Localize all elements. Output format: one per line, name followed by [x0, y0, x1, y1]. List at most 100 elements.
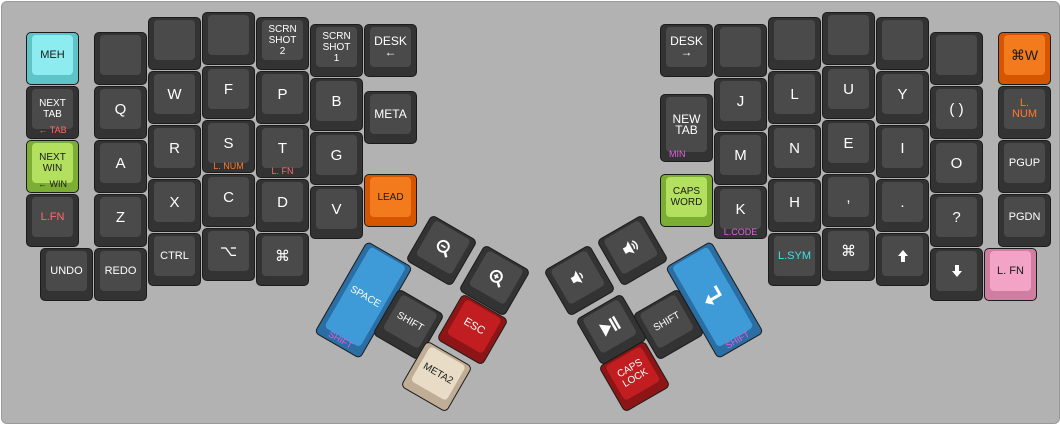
key-blank-8-cap — [936, 35, 977, 75]
key-period: . — [876, 179, 929, 232]
key-desk-left: DESK ← — [364, 24, 417, 77]
zoom-in-icon — [468, 249, 525, 306]
key-q: Q — [94, 86, 147, 139]
key-v-label: V — [316, 189, 357, 229]
key-question: ? — [930, 194, 983, 247]
key-desk-right: DESK → — [660, 24, 713, 77]
key-scrn-shot-2: SCRN SHOT 2 — [256, 17, 309, 70]
key-scrn-shot-1-label: SCRN SHOT 1 — [316, 27, 357, 67]
key-f-label: F — [208, 69, 249, 109]
key-h: H — [768, 179, 821, 232]
key-blank-6 — [822, 12, 875, 65]
key-h-label: H — [774, 182, 815, 222]
key-lnum-right: L. NUM — [998, 86, 1051, 139]
key-question-label: ? — [936, 197, 977, 237]
key-volume-down — [543, 244, 616, 317]
key-blank-5 — [768, 17, 821, 70]
key-g-label: G — [316, 135, 357, 175]
key-o: O — [930, 140, 983, 193]
key-b-label: B — [316, 81, 357, 121]
key-meta-label: META — [370, 94, 411, 134]
key-p-label: P — [262, 74, 303, 114]
key-scrn-shot-1: SCRN SHOT 1 — [310, 24, 363, 77]
key-v: V — [310, 186, 363, 239]
key-next-tab: NEXT TAB← TAB — [26, 86, 79, 139]
key-x: X — [148, 179, 201, 232]
key-comma-label: , — [828, 177, 869, 217]
key-pgup-label: PGUP — [1004, 143, 1045, 183]
command-icon: ⌘ — [262, 236, 303, 276]
key-caps-word-label: CAPS WORD — [666, 177, 707, 217]
key-o-label: O — [936, 143, 977, 183]
key-cmd-right: ⌘ — [822, 228, 875, 281]
key-a-label: A — [100, 143, 141, 183]
key-lnum-right-label: L. NUM — [1004, 89, 1045, 129]
key-lfn-left-label: L.FN — [32, 197, 73, 237]
key-cmd-left: ⌘ — [256, 233, 309, 286]
key-z-label: Z — [100, 197, 141, 237]
key-w-label: W — [154, 74, 195, 114]
key-u-label: U — [828, 69, 869, 109]
volume-up-icon — [602, 219, 659, 276]
key-period-label: . — [882, 182, 923, 222]
key-meta: META — [364, 91, 417, 144]
key-caps-word: CAPS WORD — [660, 174, 713, 227]
key-k-label: K — [720, 189, 761, 229]
key-lsym: L.SYM — [768, 233, 821, 286]
key-r: R — [148, 125, 201, 178]
key-prev-tab-legend: ← TAB — [38, 125, 67, 135]
key-undo-label: UNDO — [46, 251, 87, 291]
key-e: E — [822, 120, 875, 173]
key-volume-up — [596, 214, 669, 287]
key-lead-label: LEAD — [370, 177, 411, 217]
key-next-win: NEXT WIN← WIN — [26, 140, 79, 193]
key-blank-6-cap — [828, 15, 869, 55]
key-n: N — [768, 125, 821, 178]
key-next-win-label: NEXT WIN — [32, 143, 73, 183]
key-zoom-in — [458, 244, 531, 317]
key-i: I — [876, 125, 929, 178]
key-redo: REDO — [94, 248, 147, 301]
key-l: L — [768, 71, 821, 124]
key-zoom-out — [405, 214, 478, 287]
key-e-label: E — [828, 123, 869, 163]
key-m-label: M — [720, 135, 761, 175]
key-d-label: D — [262, 182, 303, 222]
arrow-up-icon — [882, 236, 923, 276]
key-blank-1 — [94, 32, 147, 85]
key-enter: SHIFT — [665, 240, 764, 360]
key-play-pause — [575, 293, 648, 366]
key-p: P — [256, 71, 309, 124]
option-icon: ⌥ — [208, 231, 249, 271]
key-x-label: X — [154, 182, 195, 222]
key-y: Y — [876, 71, 929, 124]
key-blank-7 — [876, 17, 929, 70]
key-blank-3 — [202, 12, 255, 65]
key-pgdn: PGDN — [998, 194, 1051, 247]
key-scrn-shot-2-label: SCRN SHOT 2 — [262, 20, 303, 60]
key-y-label: Y — [882, 74, 923, 114]
key-r-label: R — [154, 128, 195, 168]
key-cmd-w-label: ⌘W — [1004, 35, 1045, 75]
key-new-tab-hold-legend: MIN — [669, 149, 686, 159]
key-next-tab-label: NEXT TAB — [32, 89, 73, 129]
key-ctrl-label: CTRL — [154, 236, 195, 276]
key-q-label: Q — [100, 89, 141, 129]
enter-icon — [671, 246, 754, 348]
key-blank-7-cap — [882, 20, 923, 60]
key-lfn-left: L.FN — [26, 194, 79, 247]
key-undo: UNDO — [40, 248, 93, 301]
key-c: C — [202, 174, 255, 227]
key-lsym-label: L.SYM — [774, 236, 815, 276]
key-blank-8 — [930, 32, 983, 85]
key-meta2-label: META2 — [410, 345, 467, 402]
key-option: ⌥ — [202, 228, 255, 281]
key-b: B — [310, 78, 363, 131]
key-lead: LEAD — [364, 174, 417, 227]
volume-down-icon — [549, 249, 606, 306]
key-redo-label: REDO — [100, 251, 141, 291]
key-a: A — [94, 140, 147, 193]
